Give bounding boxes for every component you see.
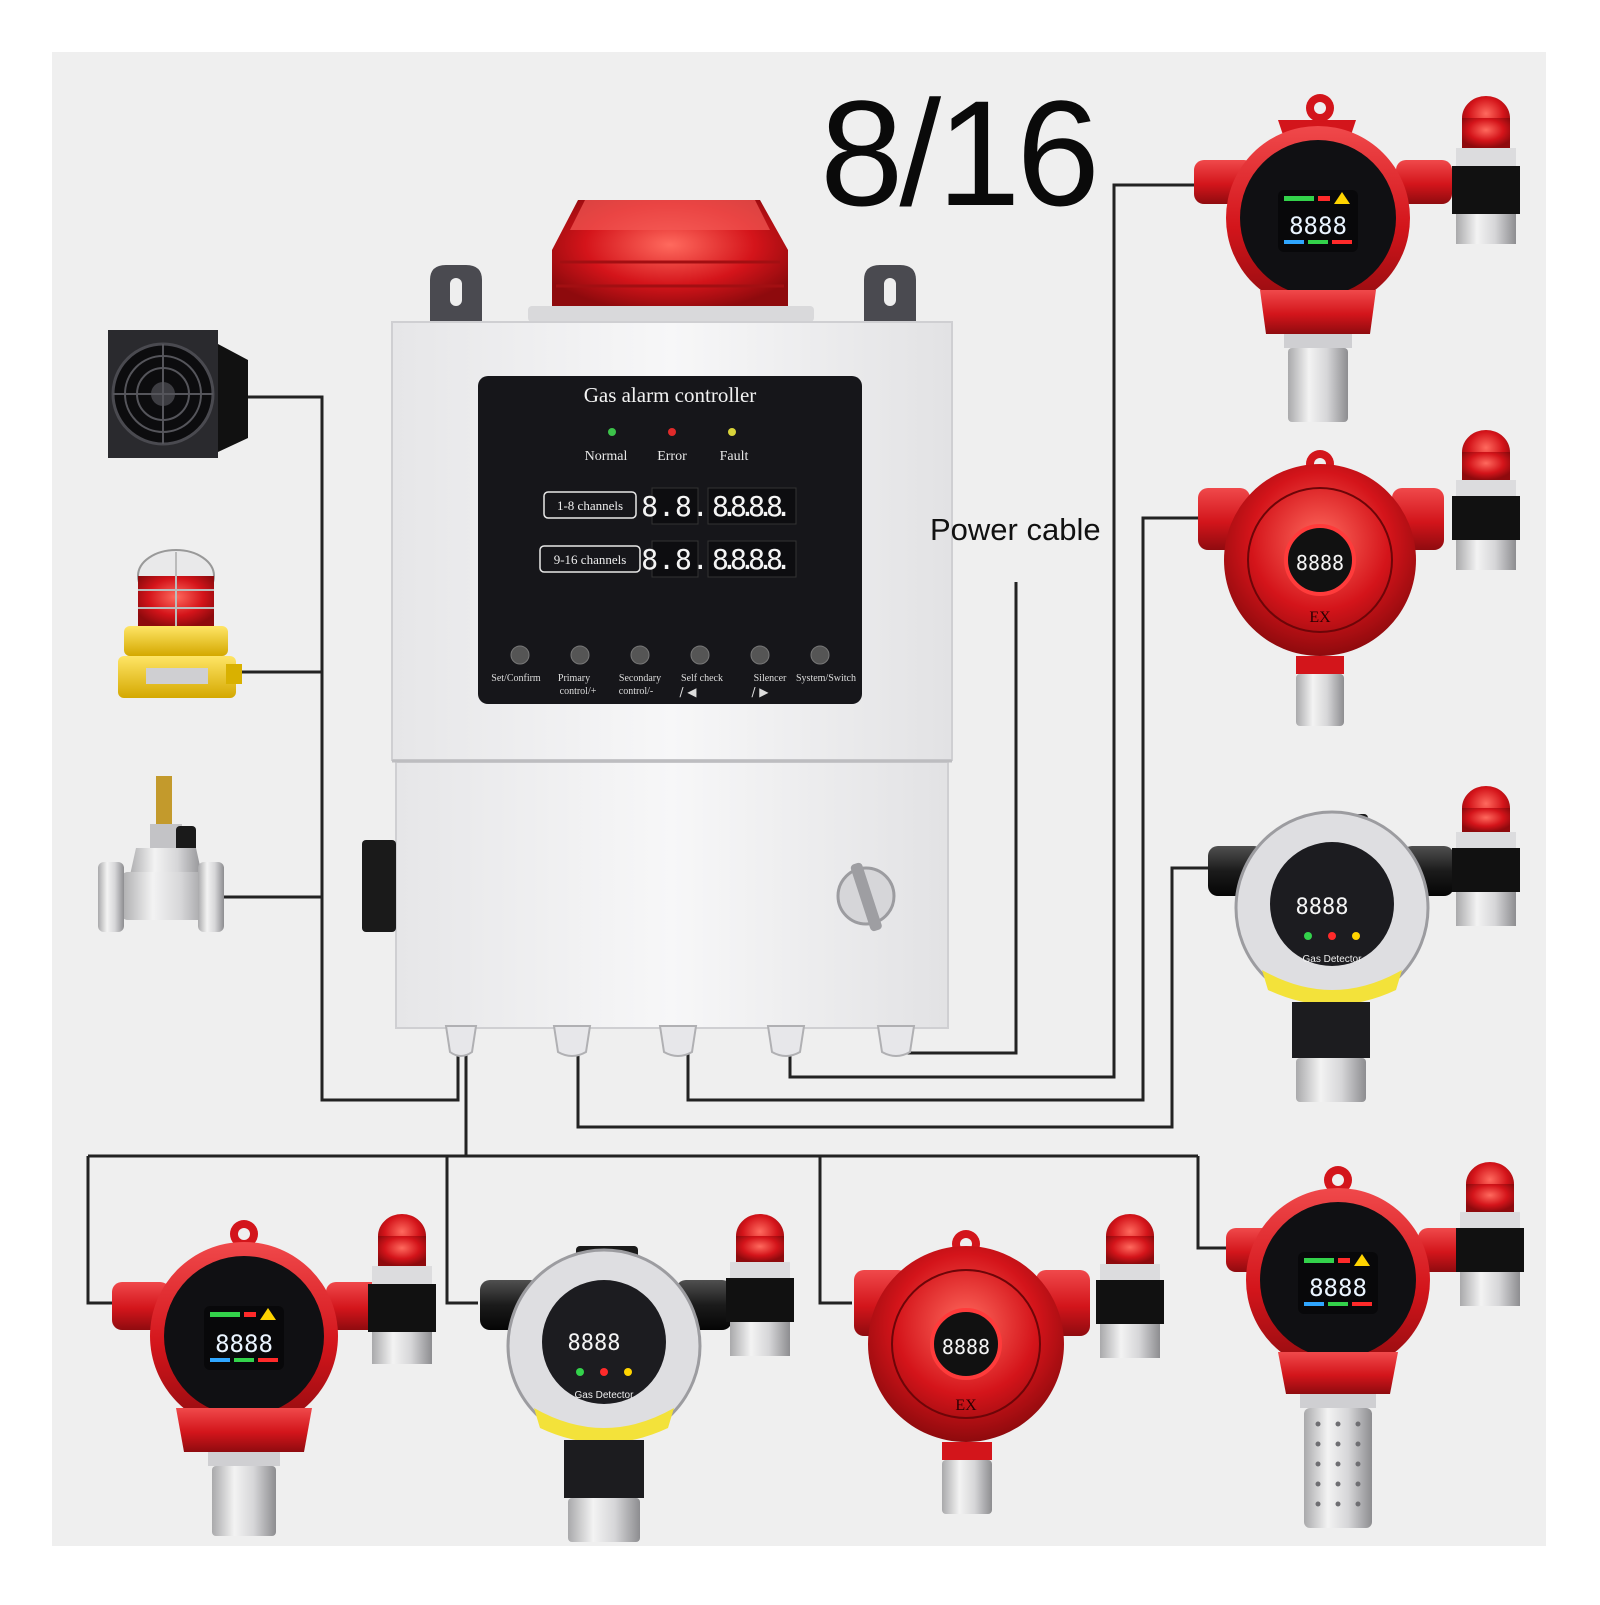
detector-b3-display: 8888	[942, 1335, 990, 1359]
detector-red-right-2: 8888 EX	[1198, 430, 1520, 726]
channel-row-2-label: 9-16 channels	[554, 552, 627, 567]
detector-r3-label: Gas Detector	[1303, 954, 1363, 965]
button-label-system-switch: System/Switch	[796, 673, 856, 684]
detector-red-bottom-3: 8888 EX	[854, 1214, 1164, 1514]
button-label-silencer: Silencer	[754, 673, 787, 684]
detector-b2-display: 8888	[568, 1331, 621, 1356]
detector-b3-ex: EX	[955, 1397, 977, 1414]
wire-detector-r3	[576, 866, 1210, 1129]
detector-b2-label: Gas Detector	[575, 1390, 635, 1401]
indicator-fault-label: Fault	[720, 449, 749, 464]
system-switch-button[interactable]	[810, 645, 830, 665]
set-confirm-button[interactable]	[510, 645, 530, 665]
keypad: Set/Confirm Primary control/+ Secondary …	[491, 645, 856, 699]
exhaust-fan	[108, 330, 248, 458]
panel-title: Gas alarm controller	[584, 383, 757, 407]
channel-row-2-value: 8.8.8.8.	[712, 543, 792, 576]
channel-row-1-code: 8.8.	[641, 490, 708, 523]
detector-r2-ex: EX	[1309, 609, 1331, 626]
detector-lcd-right-1: 8888	[1194, 94, 1520, 422]
button-label-secondary: Secondary	[619, 673, 661, 684]
fault-led	[728, 428, 736, 436]
wire-detector-b4	[1196, 1156, 1228, 1250]
controller-alarm-beacon	[528, 200, 814, 322]
wire-detector-r1	[788, 183, 1198, 1079]
solenoid-valve	[98, 776, 224, 932]
channel-count-title: 8/16	[820, 69, 1100, 237]
wire-detector-b3	[818, 1156, 852, 1305]
button-label-primary: Primary	[558, 673, 590, 684]
explosion-proof-beacon	[118, 549, 242, 698]
self-check-button[interactable]	[690, 645, 710, 665]
silencer-button[interactable]	[750, 645, 770, 665]
channel-row-1-label: 1-8 channels	[557, 498, 623, 513]
indicator-normal-label: Normal	[585, 449, 628, 464]
cabinet-lock[interactable]	[836, 862, 896, 932]
detector-grey-right-3: 8888 Gas Detector	[1208, 786, 1520, 1102]
detector-grey-bottom-2: 8888 Gas Detector	[480, 1214, 794, 1542]
button-label-set-confirm: Set/Confirm	[491, 673, 541, 684]
detector-r2-display: 8888	[1296, 551, 1344, 575]
primary-control-button[interactable]	[570, 645, 590, 665]
wire-detector-r2	[686, 516, 1198, 1102]
detector-lcd-bottom-4: 8888	[1226, 1162, 1524, 1528]
wire-power-cable	[898, 582, 1018, 1055]
detector-b4-display: 8888	[1309, 1274, 1367, 1302]
detector-r3-display: 8888	[1296, 895, 1349, 920]
button-label-silencer-2: / ▶	[751, 685, 769, 699]
gas-alarm-controller: Gas alarm controller Normal Error Fault …	[362, 200, 953, 1057]
channel-row-2-code: 8.8.	[641, 543, 708, 576]
channel-row-1-value: 8.8.8.8.	[712, 490, 792, 523]
normal-led	[608, 428, 616, 436]
detector-r1-display: 8888	[1289, 212, 1347, 240]
power-cable-label: Power cable	[930, 512, 1101, 547]
wire-detector-b2	[445, 1156, 478, 1305]
wire-fan	[238, 395, 460, 1102]
control-panel	[478, 376, 862, 704]
indicator-error-label: Error	[657, 449, 687, 464]
wire-detector-b1	[86, 1156, 118, 1305]
cable-glands	[444, 1025, 916, 1057]
secondary-control-button[interactable]	[630, 645, 650, 665]
detector-b1-display: 8888	[215, 1330, 273, 1358]
cabinet-hinge	[362, 840, 396, 932]
error-led	[668, 428, 676, 436]
button-label-self-check: Self check	[681, 673, 723, 684]
button-label-self-check-2: / ◀	[679, 685, 697, 699]
detector-lcd-bottom-1: 8888	[112, 1214, 436, 1536]
button-label-primary-2: control/+	[560, 686, 597, 697]
button-label-secondary-2: control/-	[619, 686, 653, 697]
wiring	[86, 183, 1228, 1305]
